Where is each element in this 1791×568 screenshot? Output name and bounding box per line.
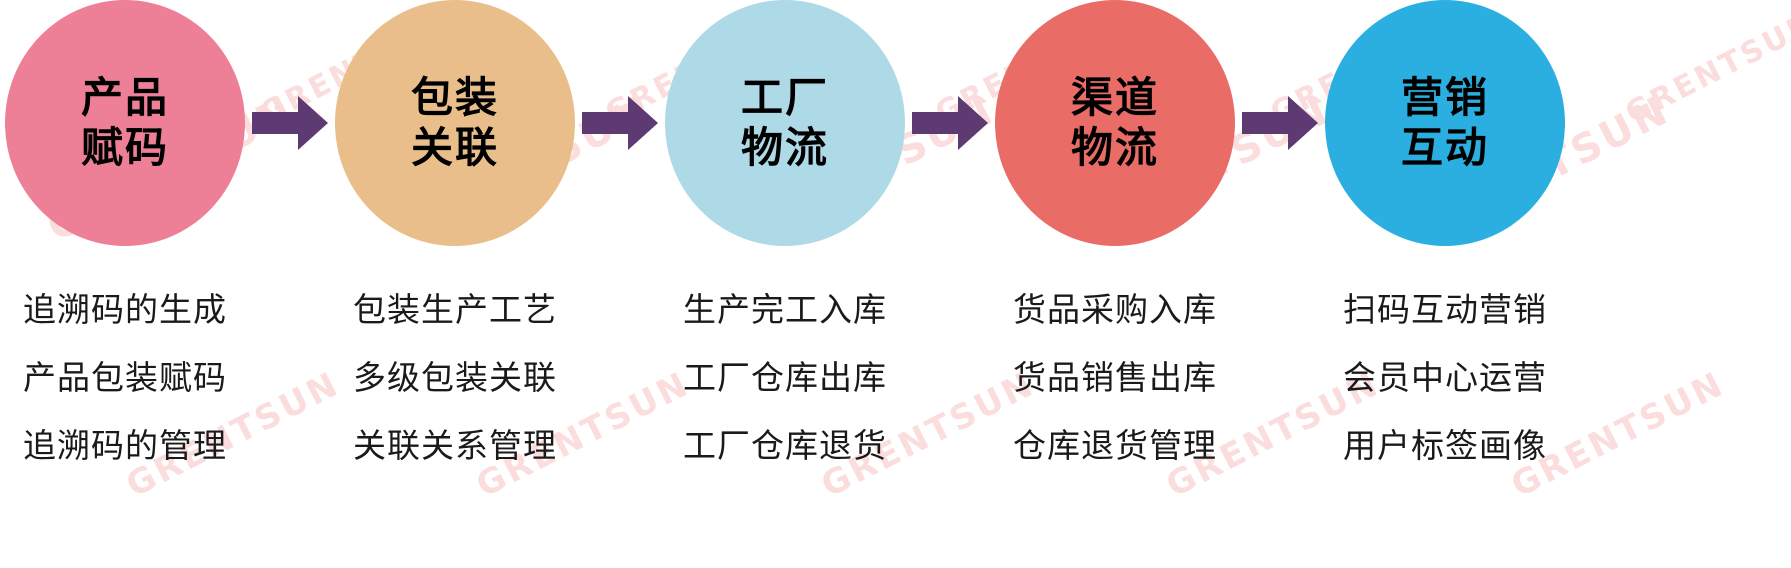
detail-list-channel-logistics: 货品采购入库货品销售出库仓库退货管理 — [965, 276, 1265, 480]
stage-circle-packaging-association[interactable]: 包装关联 — [335, 0, 575, 246]
right-arrow-icon — [582, 96, 658, 150]
list-item: 扫码互动营销 — [1343, 290, 1547, 329]
detail-list-marketing-interaction: 扫码互动营销会员中心运营用户标签画像 — [1295, 276, 1595, 480]
detail-list-factory-logistics: 生产完工入库工厂仓库出库工厂仓库退货 — [635, 276, 935, 480]
stage-title-line2: 物流 — [1070, 123, 1159, 172]
list-item: 追溯码的生成 — [23, 290, 227, 329]
stage-title-line1: 工厂 — [740, 73, 829, 123]
stage-title-line1: 产品 — [80, 73, 169, 123]
list-item: 仓库退货管理 — [1013, 426, 1217, 465]
stage-circle-factory-logistics[interactable]: 工厂物流 — [665, 0, 905, 246]
list-item: 用户标签画像 — [1343, 426, 1547, 465]
list-item: 包装生产工艺 — [353, 290, 557, 329]
stage-title-line1: 营销 — [1400, 73, 1489, 123]
stage-circle-product-coding[interactable]: 产品赋码 — [5, 0, 245, 246]
right-arrow-icon — [252, 96, 328, 150]
stage-circle-channel-logistics[interactable]: 渠道物流 — [995, 0, 1235, 246]
list-item: 产品包装赋码 — [23, 358, 227, 397]
stage-title-line2: 赋码 — [80, 123, 169, 172]
list-item: 工厂仓库出库 — [683, 358, 887, 397]
list-item: 货品销售出库 — [1013, 358, 1217, 397]
list-item: 生产完工入库 — [683, 290, 887, 329]
detail-list-product-coding: 追溯码的生成产品包装赋码追溯码的管理 — [0, 276, 275, 480]
list-item: 工厂仓库退货 — [683, 426, 887, 465]
list-item: 货品采购入库 — [1013, 290, 1217, 329]
stage-title-line2: 关联 — [410, 123, 499, 172]
stage-detail-lists: 追溯码的生成产品包装赋码追溯码的管理包装生产工艺多级包装关联关联关系管理生产完工… — [0, 276, 1791, 568]
stage-title-line2: 互动 — [1400, 123, 1489, 172]
list-item: 追溯码的管理 — [23, 426, 227, 465]
stage-title-line1: 包装 — [410, 73, 499, 123]
list-item: 会员中心运营 — [1343, 358, 1547, 397]
stage-circle-marketing-interaction[interactable]: 营销互动 — [1325, 0, 1565, 246]
list-item: 关联关系管理 — [353, 426, 557, 465]
process-flow: 产品赋码包装关联工厂物流渠道物流营销互动 — [0, 0, 1791, 252]
stage-title-line2: 物流 — [740, 123, 829, 172]
stage-title-line1: 渠道 — [1070, 73, 1159, 123]
right-arrow-icon — [912, 96, 988, 150]
right-arrow-icon — [1242, 96, 1318, 150]
list-item: 多级包装关联 — [353, 358, 557, 397]
detail-list-packaging-association: 包装生产工艺多级包装关联关联关系管理 — [305, 276, 605, 480]
